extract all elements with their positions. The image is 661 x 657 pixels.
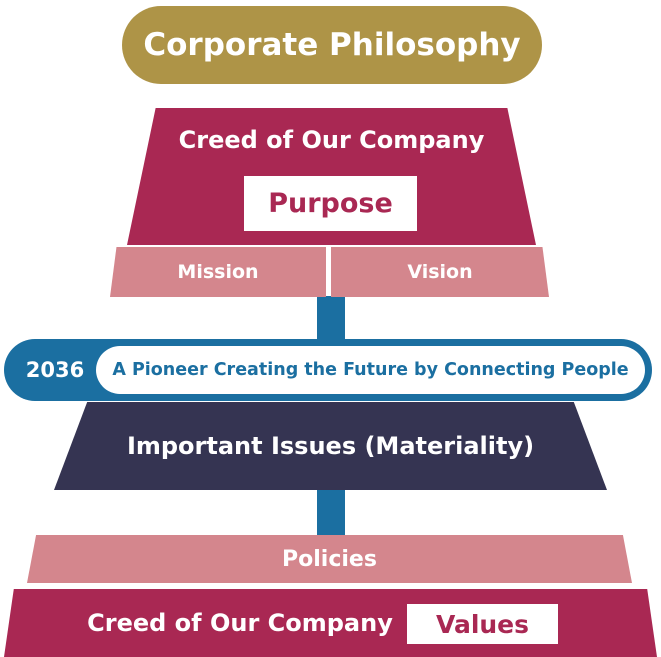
vision-label: Vision	[407, 261, 473, 283]
purpose-box: Purpose	[244, 176, 417, 231]
purpose-label: Purpose	[268, 188, 393, 219]
policies-block: Policies	[27, 535, 632, 583]
creed-top-label: Creed of Our Company	[178, 126, 485, 154]
creed-bottom-label-box: Creed of Our Company	[60, 589, 420, 657]
corporate-philosophy-title: Corporate Philosophy	[122, 6, 542, 84]
year-label: 2036	[25, 358, 85, 382]
mission-block: Mission	[110, 247, 326, 297]
connector-line-top	[317, 296, 345, 342]
creed-bottom-label: Creed of Our Company	[87, 609, 393, 637]
year-badge: 2036	[8, 339, 102, 401]
title-text: Corporate Philosophy	[143, 27, 521, 63]
policies-label: Policies	[282, 546, 377, 572]
vision-block: Vision	[331, 247, 549, 297]
mission-label: Mission	[177, 261, 259, 283]
connector-line-bottom	[317, 488, 345, 536]
values-box: Values	[407, 604, 558, 644]
materiality-label: Important Issues (Materiality)	[126, 432, 535, 460]
vision-statement: A Pioneer Creating the Future by Connect…	[112, 360, 629, 380]
materiality-block: Important Issues (Materiality)	[54, 402, 607, 490]
values-label: Values	[435, 609, 530, 639]
vision-statement-box: A Pioneer Creating the Future by Connect…	[96, 346, 645, 394]
